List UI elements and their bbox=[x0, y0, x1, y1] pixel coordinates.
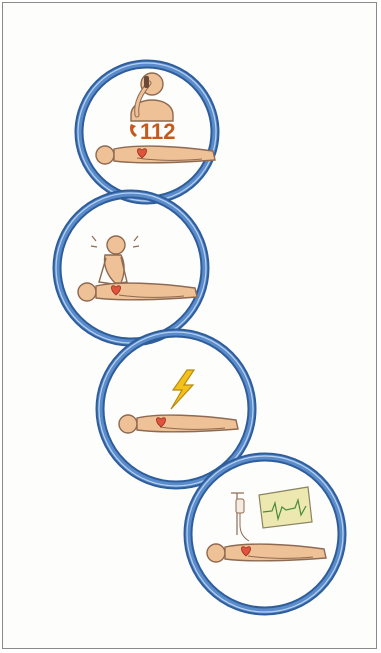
patient-1 bbox=[96, 146, 215, 164]
phone-icon bbox=[130, 124, 137, 137]
patient-3 bbox=[119, 415, 238, 433]
step-cpr-ring bbox=[56, 193, 206, 343]
emergency-number: 112 bbox=[140, 119, 176, 144]
chain-of-survival-diagram: 112 bbox=[3, 3, 378, 650]
patient-4 bbox=[207, 544, 326, 562]
cpr-icon bbox=[91, 236, 139, 284]
patient-2 bbox=[78, 283, 197, 301]
ecg-monitor-icon bbox=[259, 487, 312, 528]
figure-frame: 112 bbox=[2, 2, 377, 649]
iv-drip-icon bbox=[231, 493, 249, 541]
phone-caller-figure bbox=[131, 73, 173, 121]
step-advanced-care-ring bbox=[187, 456, 343, 612]
lightning-icon bbox=[171, 370, 194, 409]
